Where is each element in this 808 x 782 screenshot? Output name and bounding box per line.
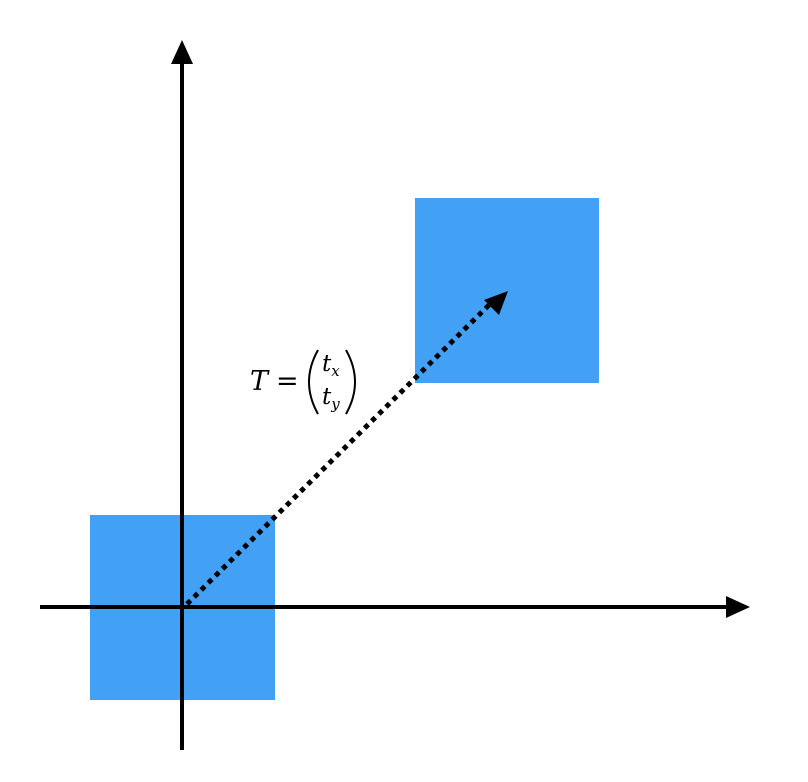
y-axis-arrowhead [171,40,193,64]
translated-square [415,198,599,383]
translation-formula: T = tx ty [250,349,356,415]
left-parenthesis [308,349,319,415]
formula-symbol: T [250,366,270,397]
formula-bottom-entry: ty [322,384,340,413]
formula-equals: = [276,366,299,397]
x-axis-arrowhead [726,596,750,618]
right-parenthesis [345,349,356,415]
translation-vector [185,302,492,606]
formula-top-entry: tx [322,351,340,380]
translation-vector-arrowhead [484,291,508,315]
